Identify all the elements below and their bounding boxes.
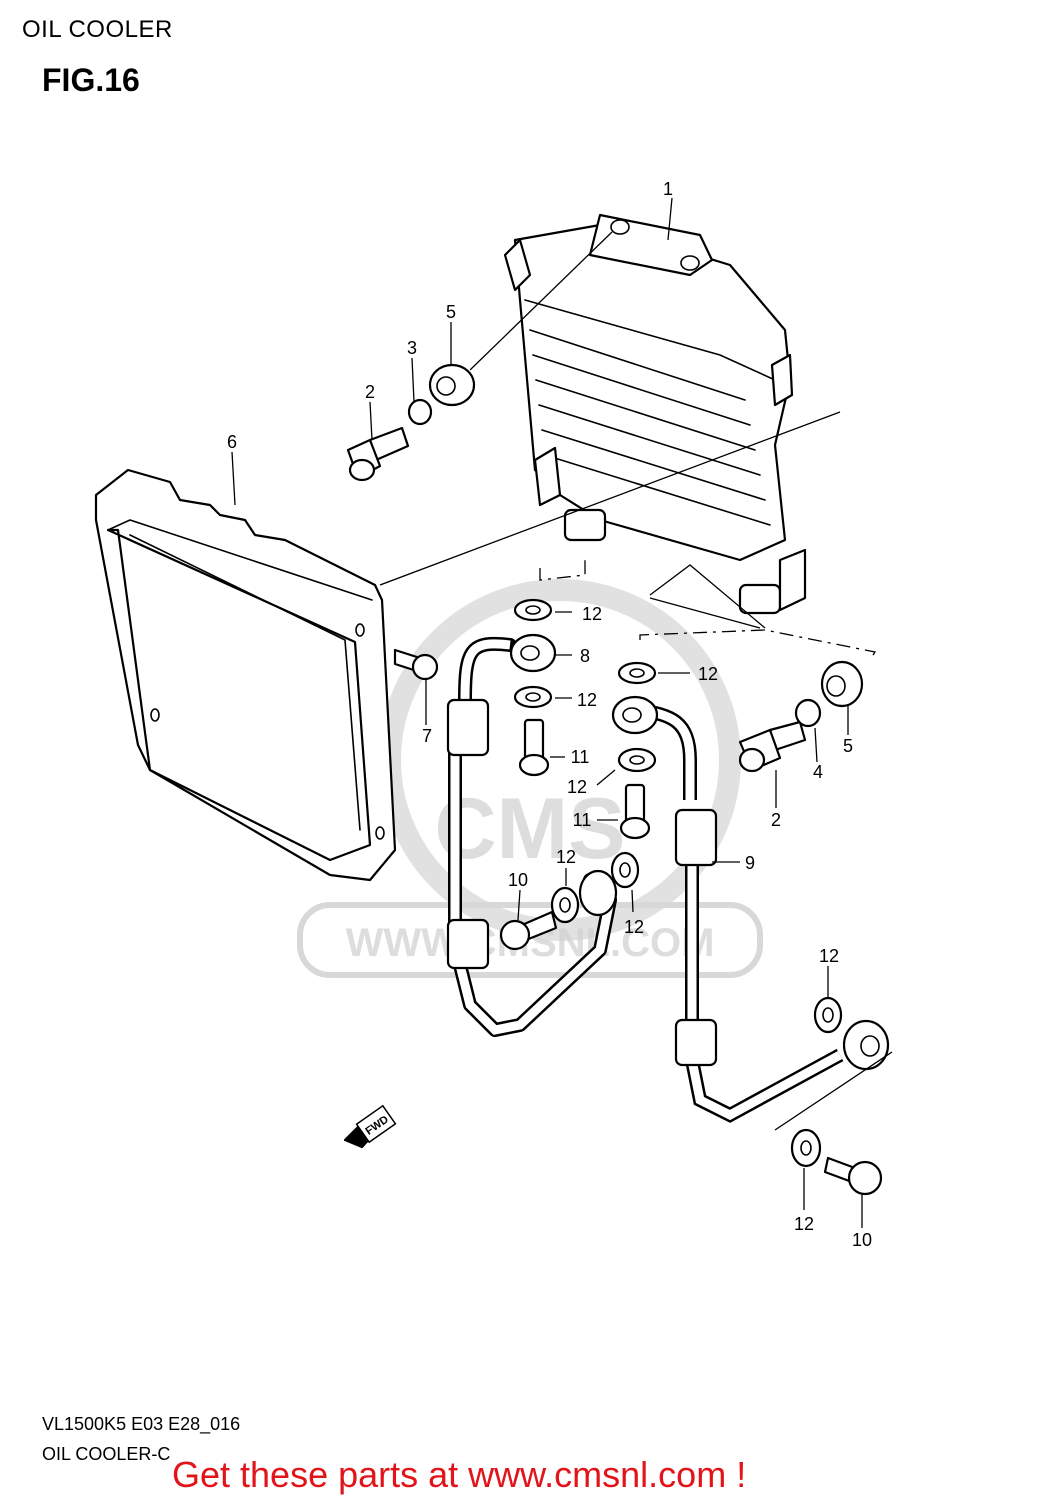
callout-2-upper: 2 [365, 382, 375, 402]
washer-h [790, 1128, 822, 1168]
callout-7: 7 [422, 726, 432, 746]
callout-12-a: 12 [582, 604, 602, 624]
callout-4: 4 [813, 762, 823, 782]
oil-hose-right [611, 695, 890, 1123]
callout-11-lower: 11 [573, 810, 592, 830]
forward-direction-arrow: FWD [343, 1104, 397, 1149]
page-header-title: OIL COOLER [22, 16, 173, 43]
callout-12-f: 12 [624, 917, 644, 937]
callout-5-lower: 5 [843, 736, 853, 756]
callout-labels: 1 2 3 5 6 12 8 12 12 7 11 12 11 5 4 2 9 … [227, 179, 872, 1250]
watermark-banner [297, 902, 763, 978]
callout-12-b: 12 [698, 664, 718, 684]
grommet-upper [428, 363, 476, 407]
washer-c [617, 661, 657, 685]
collar-lower [794, 698, 822, 728]
collar-upper [407, 398, 433, 426]
diagram-code: VL1500K5 E03 E28_016 [42, 1414, 241, 1434]
callout-12-h: 12 [794, 1214, 814, 1234]
diagram-name: OIL COOLER-C [42, 1444, 171, 1464]
union-bolt-left-10 [499, 910, 558, 951]
figure-number: FIG.16 [42, 62, 140, 98]
watermark-ring [379, 579, 741, 941]
leader-lines [231, 197, 893, 1228]
washer-a [513, 598, 553, 622]
callout-10-right: 10 [852, 1230, 872, 1250]
shroud-bolt [393, 648, 439, 681]
oil-hose-left [446, 633, 618, 1037]
callout-10-left: 10 [508, 870, 528, 890]
washer-g [813, 996, 843, 1034]
callout-11-upper: 11 [571, 747, 590, 767]
oil-cooler-shroud [94, 468, 397, 882]
callout-6: 6 [227, 432, 237, 452]
callout-12-c: 12 [577, 690, 597, 710]
callout-8: 8 [580, 646, 590, 666]
union-bolt-right-10 [823, 1156, 883, 1196]
oil-cooler-core [503, 213, 807, 615]
washer-e [550, 886, 580, 924]
mount-bolt-upper [346, 426, 410, 482]
washer-d [617, 747, 657, 773]
union-bolt-upper [518, 718, 550, 777]
parts-link-banner[interactable]: Get these parts at www.cmsnl.com ! [172, 1454, 747, 1495]
union-bolt-lower [619, 783, 651, 840]
callout-2-lower: 2 [771, 810, 781, 830]
gasket-washers [513, 598, 843, 1168]
callout-3: 3 [407, 338, 417, 358]
mount-bolt-lower [738, 720, 807, 773]
callout-1: 1 [663, 179, 673, 199]
callout-12-g: 12 [819, 946, 839, 966]
callout-9: 9 [745, 853, 755, 873]
grommet-lower [820, 660, 864, 708]
washer-b [513, 685, 553, 709]
callout-12-d: 12 [567, 777, 587, 797]
callout-5-upper: 5 [446, 302, 456, 322]
watermark-logo: CMS [434, 781, 625, 877]
washer-f [610, 851, 640, 889]
callout-12-e: 12 [556, 847, 576, 867]
